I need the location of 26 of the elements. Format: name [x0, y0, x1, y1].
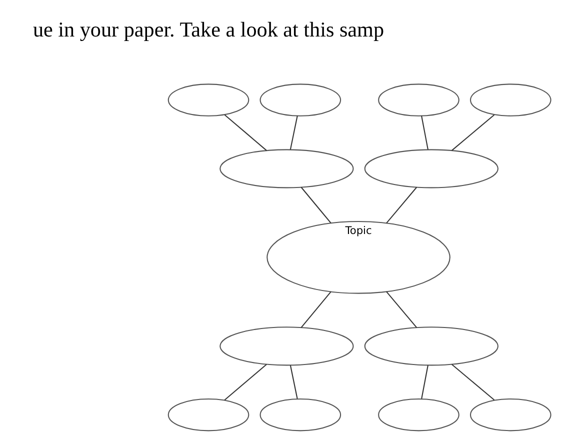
connector	[450, 364, 494, 400]
node-ellipse	[364, 326, 498, 366]
node-ellipse	[167, 398, 249, 432]
connector	[420, 116, 428, 150]
node-ellipse	[167, 84, 249, 116]
node-ellipse	[378, 398, 459, 432]
node-ellipse	[219, 149, 354, 188]
connector	[386, 291, 417, 328]
connector	[450, 114, 494, 151]
node-ellipse	[469, 84, 551, 116]
node-ellipse: Topic	[266, 220, 450, 294]
connector	[420, 365, 428, 399]
connector	[386, 186, 417, 224]
node-ellipse	[259, 398, 341, 432]
connector	[289, 116, 298, 150]
connector	[224, 114, 266, 151]
connector	[300, 291, 331, 328]
node-ellipse	[364, 149, 498, 188]
node-ellipse	[469, 398, 551, 432]
connector	[224, 364, 266, 400]
connector	[289, 365, 298, 399]
node-ellipse	[259, 84, 341, 116]
connector	[300, 186, 331, 224]
label: ue in your paper. Take a look at this samp	[32, 18, 384, 42]
node-ellipse	[219, 326, 354, 366]
node-ellipse	[378, 84, 459, 116]
